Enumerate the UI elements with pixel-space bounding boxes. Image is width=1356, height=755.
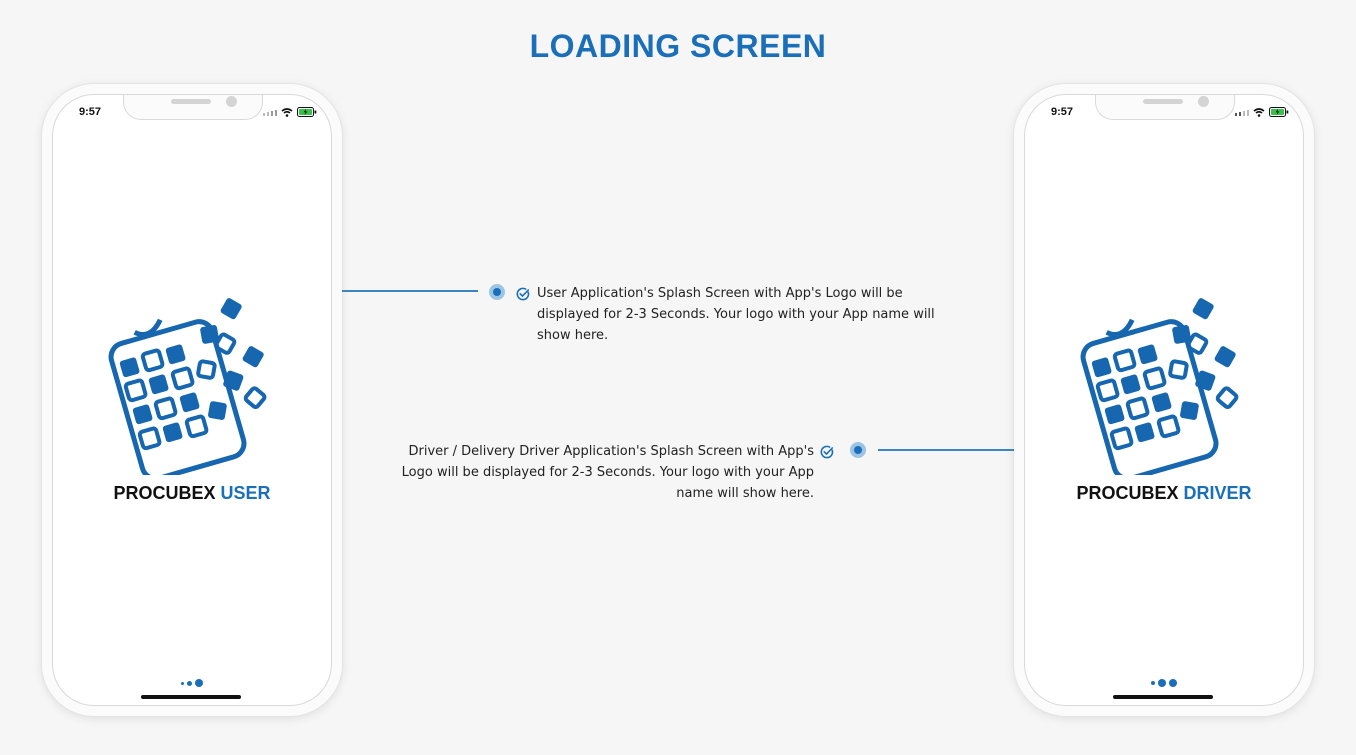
signal-icon [1235,110,1249,116]
loading-indicator [1025,679,1303,687]
speaker [171,99,211,104]
phone-driver: 9:57 [1014,84,1314,716]
loading-dot [1169,679,1177,687]
wifi-icon [1253,107,1265,117]
user-connector-node [489,284,505,300]
wifi-icon [281,107,293,117]
loading-dot [181,681,184,685]
driver-connector-line [878,449,1014,451]
camera [1198,96,1209,107]
home-indicator [141,695,241,699]
page-title: LOADING SCREEN [529,28,827,64]
brand-name: PROCUBEX USER [53,483,331,504]
procubex-logo-icon [1080,298,1239,475]
phone-user: 9:57 [42,84,342,716]
loading-dot [1158,679,1166,687]
check-circle-icon [820,445,834,459]
brand-prefix: PROCUBEX [113,483,216,503]
home-indicator [1113,695,1213,699]
status-icons [263,106,317,118]
battery-charging-icon [1269,107,1289,117]
user-connector-line [342,290,478,292]
procubex-logo-icon [108,298,267,475]
battery-charging-icon [297,107,317,117]
camera [226,96,237,107]
status-icons [1235,106,1289,118]
loading-dot [187,680,192,686]
signal-icon [263,110,277,116]
driver-connector-node [850,442,866,458]
driver-annotation-text: Driver / Delivery Driver Application's S… [401,444,814,501]
phone-notch [123,95,263,120]
phone-notch [1095,95,1235,120]
status-time: 9:57 [1051,106,1074,118]
check-circle-icon [516,287,530,301]
loading-indicator [53,679,331,687]
brand-name: PROCUBEX DRIVER [1025,483,1303,504]
user-annotation-text: User Application's Splash Screen with Ap… [537,286,935,343]
loading-dot [195,679,203,687]
brand-accent: DRIVER [1183,483,1252,503]
phone-user-screen: 9:57 [52,94,332,706]
loading-dot [1151,681,1155,685]
brand-prefix: PROCUBEX [1076,483,1179,503]
phone-driver-screen: 9:57 [1024,94,1304,706]
brand-accent: USER [220,483,271,503]
status-time: 9:57 [79,106,102,118]
speaker [1143,99,1183,104]
